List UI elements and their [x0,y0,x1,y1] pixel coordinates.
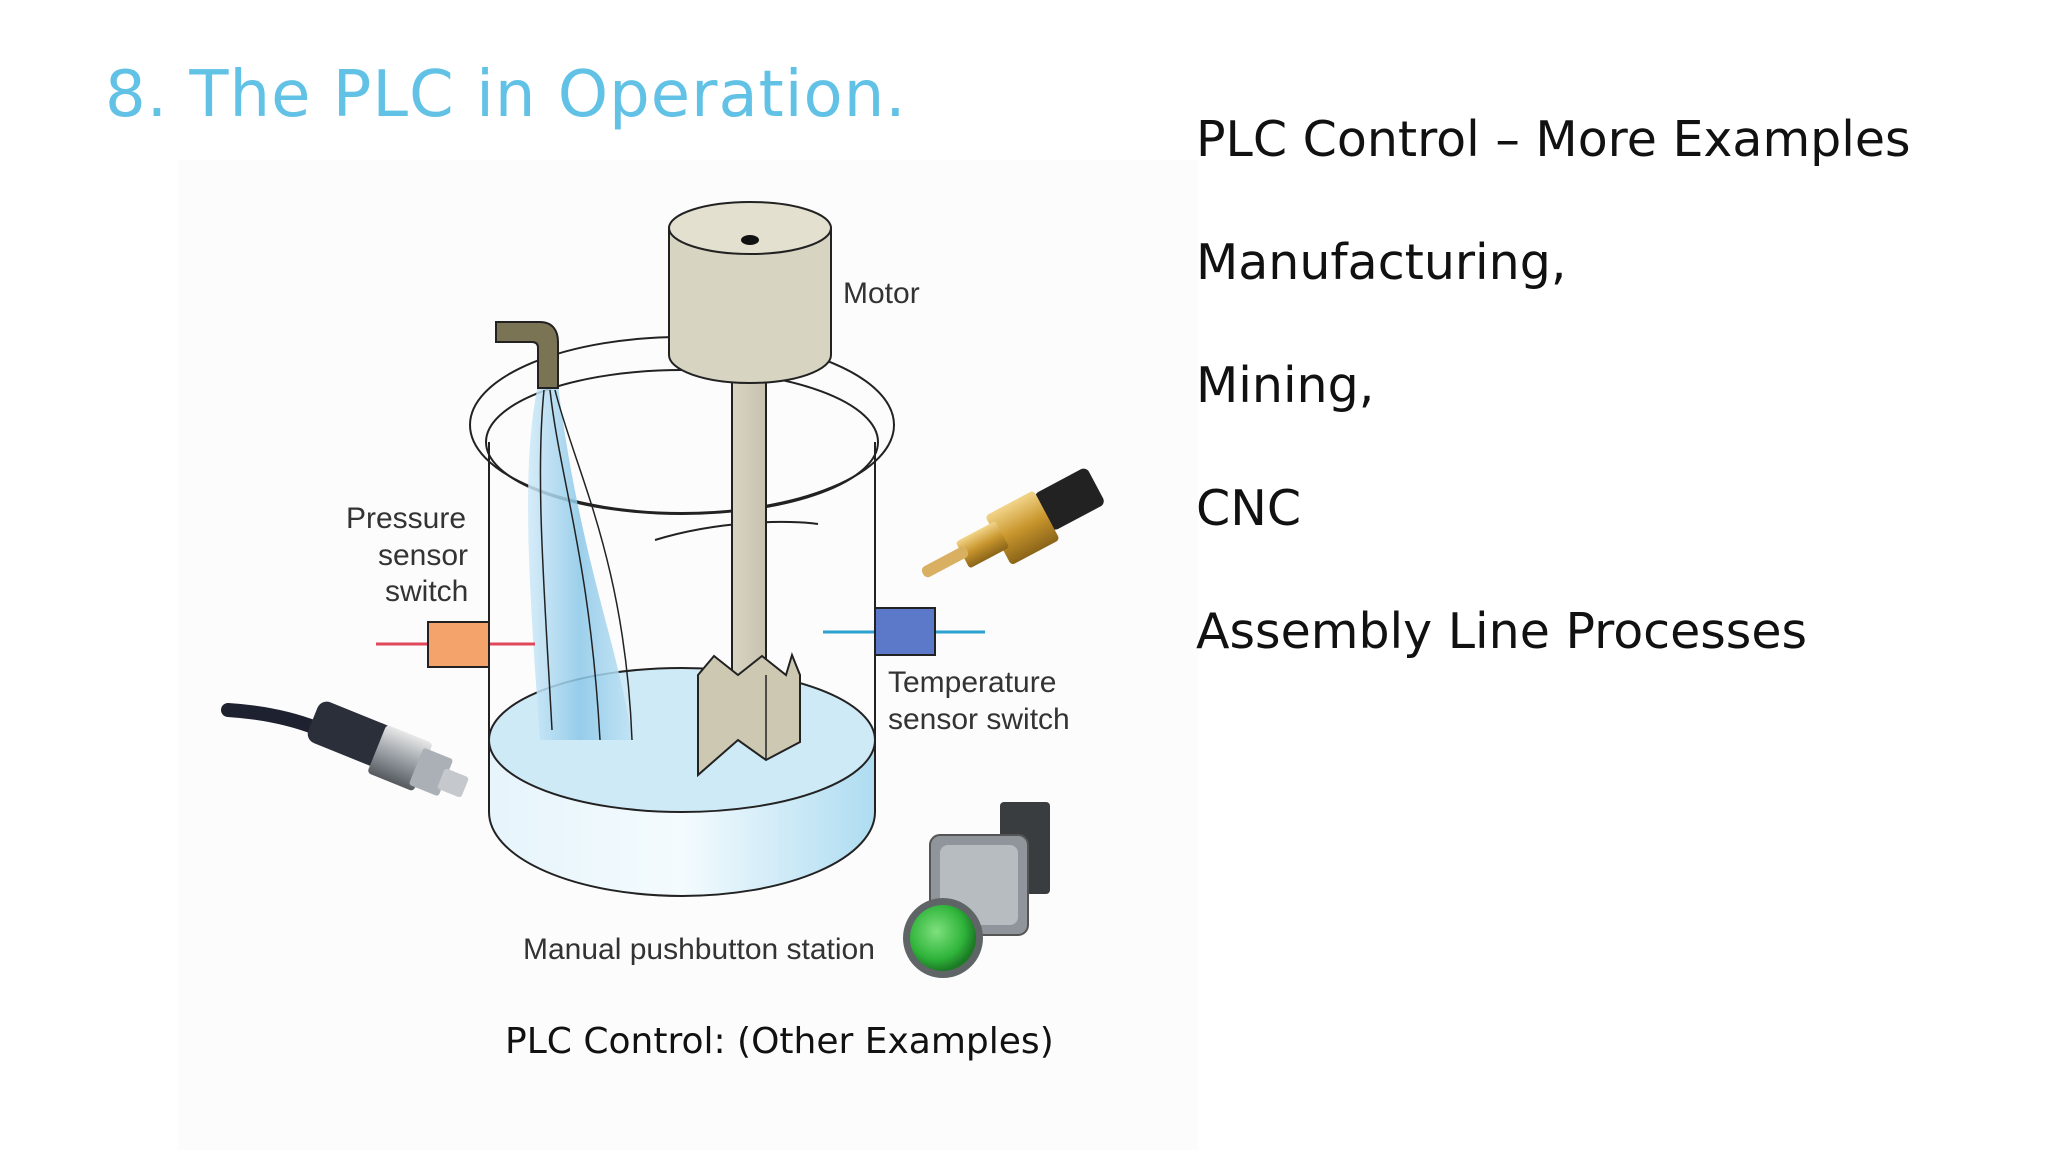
temperature-label-line1: Temperature [888,666,1057,699]
slide-title: 8. The PLC in Operation. [105,58,907,132]
example-item-assembly: Assembly Line Processes [1196,603,1807,660]
pushbutton-image [903,802,1050,978]
motor-label: Motor [843,277,920,310]
water-inflow [495,321,633,741]
figure-caption: PLC Control: (Other Examples) [505,1021,1054,1062]
pressure-label-line3: switch [385,575,469,608]
pressure-label-line1: Pressure [346,502,467,535]
pressure-sensor-image [221,701,469,798]
temperature-probe-image [921,468,1104,578]
motor [668,201,832,384]
pressure-label-line2: sensor [378,539,469,572]
pressure-switch [376,621,535,668]
agitator [697,377,801,778]
examples-heading: PLC Control – More Examples [1196,111,1911,168]
temperature-switch [823,607,985,656]
example-item-cnc: CNC [1196,480,1302,537]
example-item-manufacturing: Manufacturing, [1196,234,1567,291]
examples-list: PLC Control – More Examples Manufacturin… [1196,110,1911,725]
example-item-mining: Mining, [1196,357,1375,414]
pushbutton-label: Manual pushbutton station [523,933,875,966]
temperature-label-line2: sensor switch [888,703,1070,736]
